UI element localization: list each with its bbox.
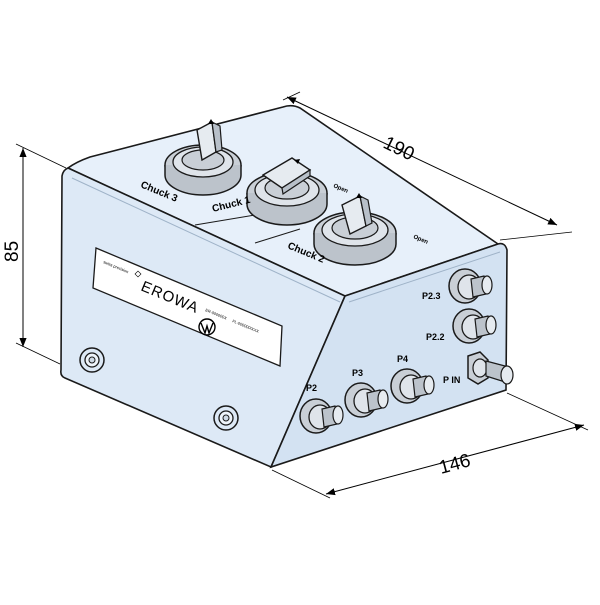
fitting-p4[interactable] bbox=[390, 368, 435, 404]
fitting-p2[interactable] bbox=[299, 398, 344, 434]
port-label-p2-2: P2.2 bbox=[426, 332, 445, 342]
valve-arrow-icon bbox=[208, 119, 214, 124]
port-label-p-in: P IN bbox=[443, 375, 460, 385]
mounting-bolt-right bbox=[213, 405, 239, 431]
dimension-width-value: 190 bbox=[380, 133, 418, 166]
open-label-2: Open bbox=[412, 234, 429, 246]
dimension-height-value: 85 bbox=[2, 241, 23, 262]
fitting-p-in[interactable] bbox=[467, 351, 514, 385]
nameplate-tagline-icon bbox=[134, 270, 142, 278]
erowa-logo-icon bbox=[198, 318, 216, 336]
port-label-p3: P3 bbox=[352, 368, 363, 378]
dimension-height: 85 bbox=[2, 143, 67, 365]
port-label-p2-3: P2.3 bbox=[422, 291, 441, 301]
fitting-p3[interactable] bbox=[344, 382, 389, 418]
port-label-p4: P4 bbox=[397, 354, 408, 364]
fitting-p2-2[interactable] bbox=[452, 308, 497, 344]
dimension-depth-value: 146 bbox=[437, 450, 473, 478]
port-label-p2: P2 bbox=[306, 383, 317, 393]
nameplate: swiss precision EROWA ER-000000X FL-0000… bbox=[92, 247, 283, 367]
chuck-3-valve[interactable] bbox=[164, 119, 242, 196]
fitting-p2-3[interactable] bbox=[448, 268, 493, 304]
mounting-bolt-left bbox=[79, 347, 105, 373]
